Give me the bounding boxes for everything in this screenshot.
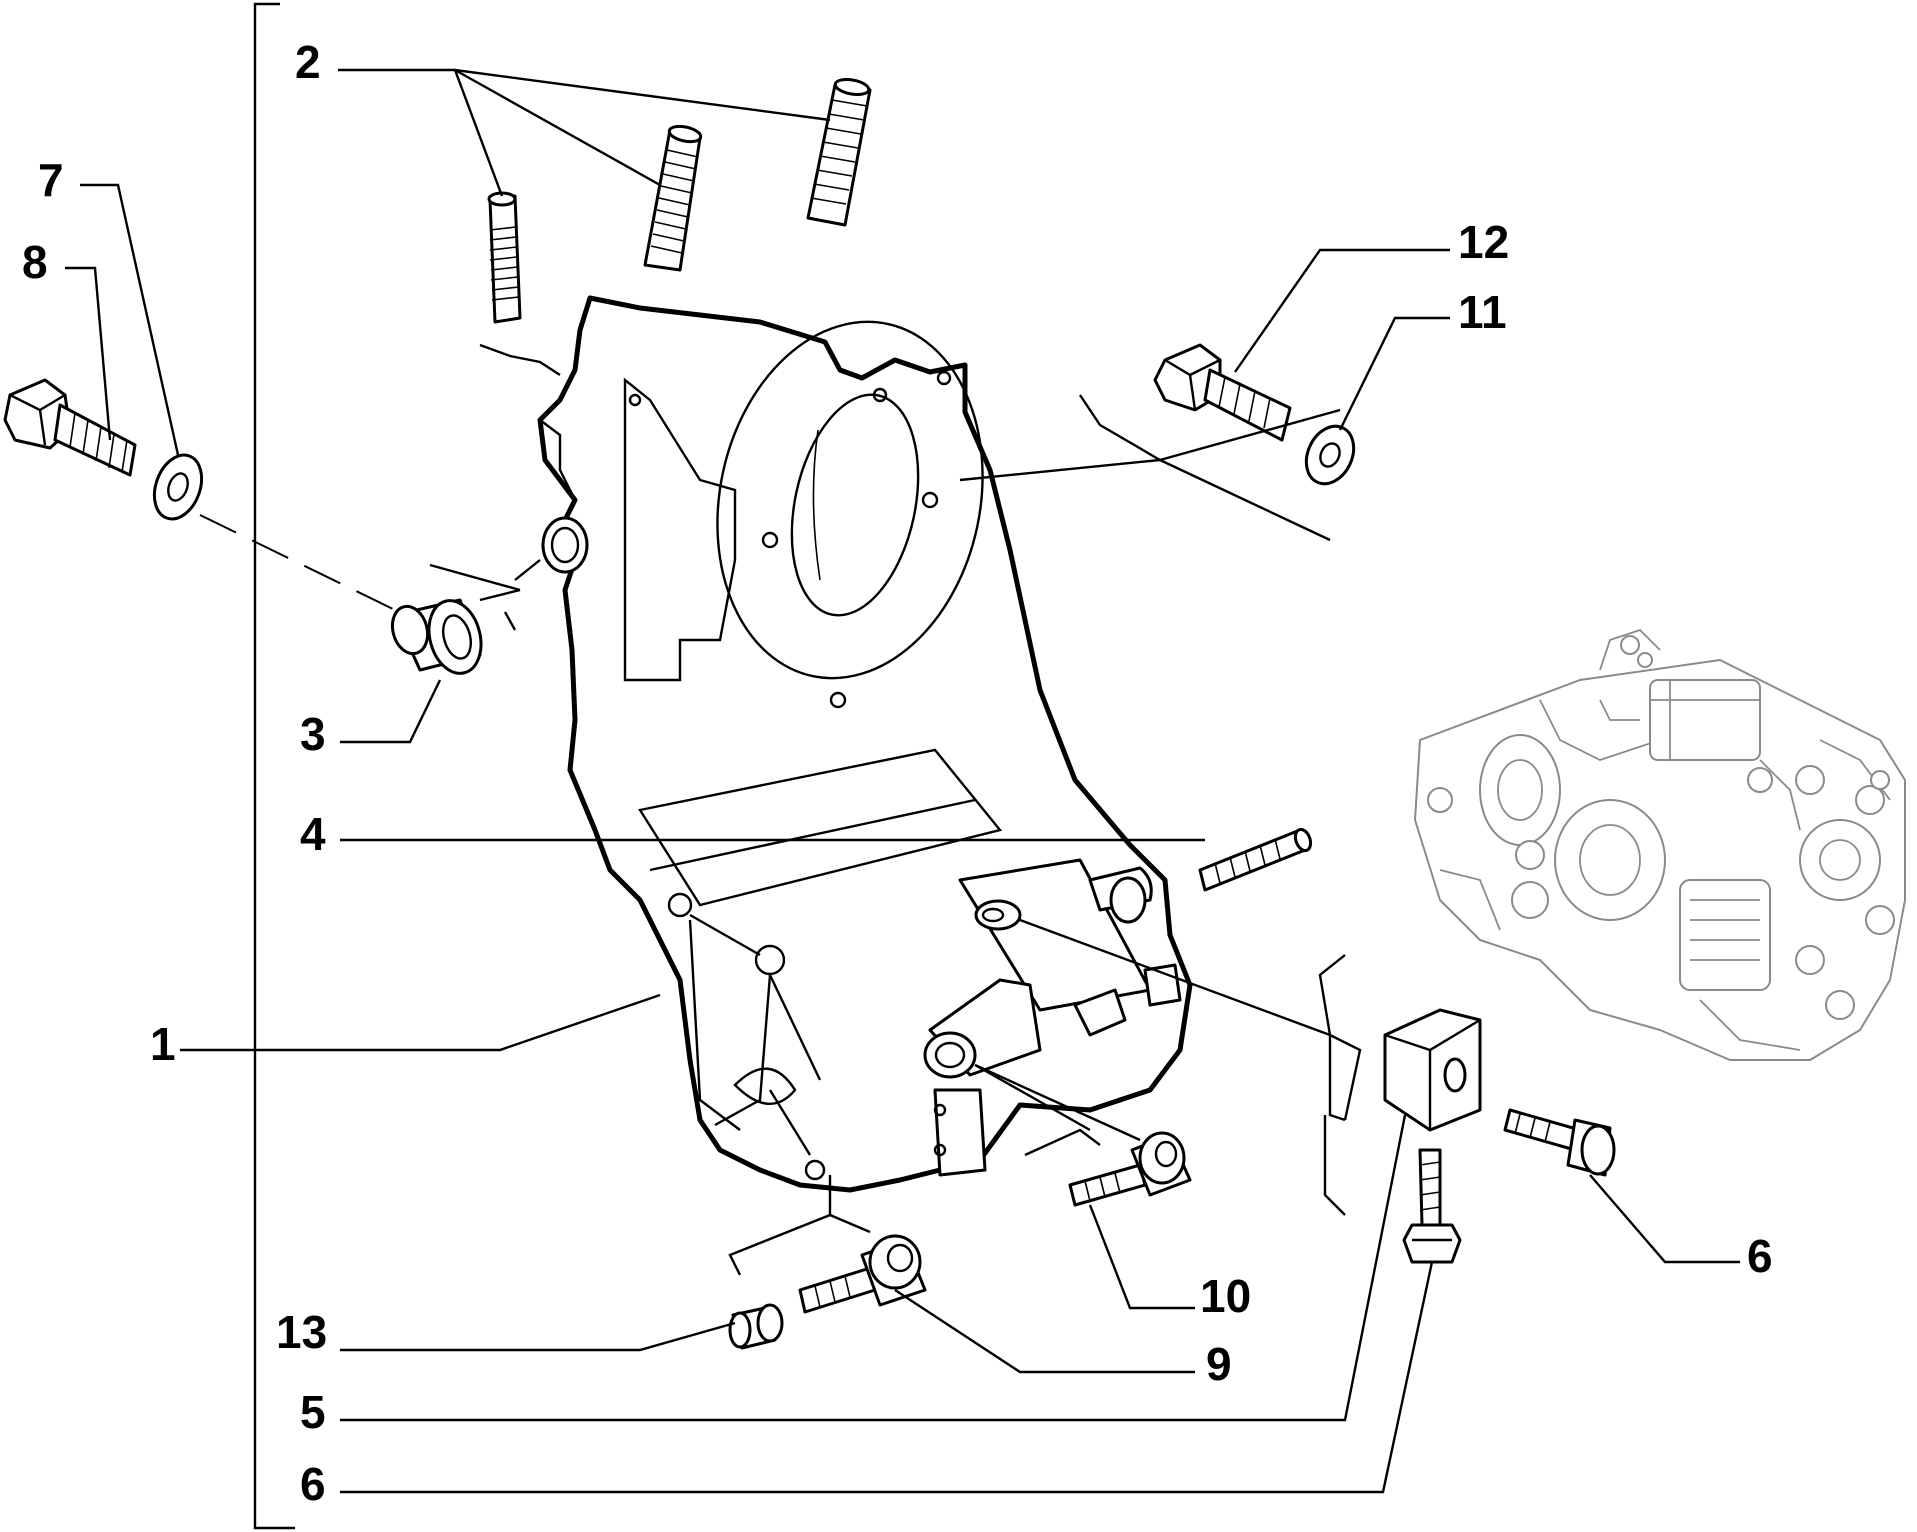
callout-labels: 2 7 8 3 4 1 13 5 6 9 10 12 11 6 <box>22 36 1773 1510</box>
callout-10: 10 <box>1200 1270 1251 1322</box>
callout-2: 2 <box>295 36 321 88</box>
callout-11: 11 <box>1458 286 1507 338</box>
pump-support-bracket-part <box>537 295 1193 1193</box>
callout-7: 7 <box>38 154 64 206</box>
washer-part-7 <box>152 453 204 521</box>
bolt-part-12 <box>1153 343 1292 442</box>
callout-4: 4 <box>300 808 326 860</box>
assembly-group-bracket <box>253 2 295 1530</box>
leader-lines <box>65 68 1740 1494</box>
bushing-part-3 <box>390 598 483 675</box>
screw-part-6a <box>1503 1108 1616 1177</box>
washer-part-11 <box>1304 424 1356 486</box>
bolt-part-8 <box>3 378 137 477</box>
callout-3: 3 <box>300 708 326 760</box>
stud-part-4 <box>1198 827 1313 892</box>
callout-8: 8 <box>22 236 48 288</box>
spacer-block-part-5 <box>1383 1008 1482 1132</box>
callout-6-right: 6 <box>1747 1230 1773 1282</box>
bushing-part-13 <box>728 1303 784 1350</box>
callout-12: 12 <box>1458 216 1509 268</box>
callout-13: 13 <box>276 1306 327 1358</box>
callout-5: 5 <box>300 1386 326 1438</box>
callout-1: 1 <box>150 1018 176 1070</box>
injection-pump-reference-illustration <box>1414 628 1906 1061</box>
flange-screw-part-10 <box>1068 1131 1192 1207</box>
studs-part-2 <box>487 78 872 324</box>
callout-6-bottom: 6 <box>300 1458 326 1510</box>
callout-9: 9 <box>1206 1338 1232 1390</box>
flange-screw-part-9 <box>798 1234 927 1314</box>
screw-part-6b <box>1402 1148 1462 1264</box>
